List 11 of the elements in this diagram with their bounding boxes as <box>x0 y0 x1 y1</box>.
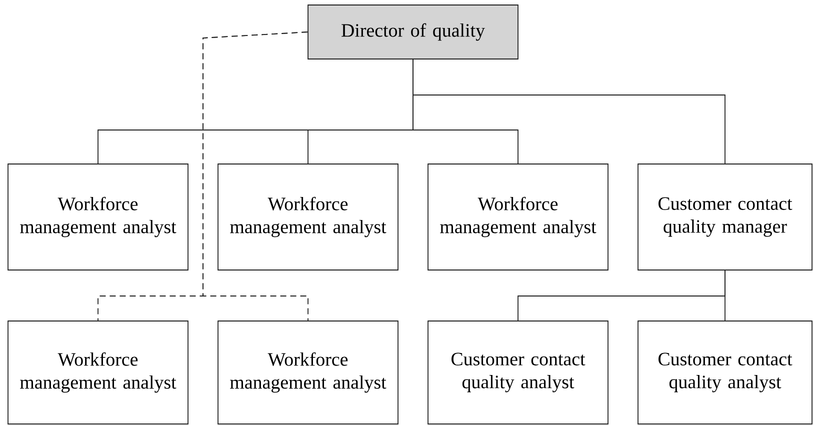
role-box: Workforce management analyst <box>8 320 188 424</box>
role-box: Workforce management analyst <box>218 164 398 270</box>
role-box: Workforce management analyst <box>428 164 608 270</box>
role-box: Workforce management analyst <box>8 164 188 270</box>
role-box: Customer contact quality analyst <box>428 320 608 424</box>
director-box: Director of quality <box>308 4 518 60</box>
connector <box>202 32 308 321</box>
connector <box>724 270 726 321</box>
role-box: Workforce management analyst <box>218 320 398 424</box>
role-box: Customer contact quality analyst <box>638 320 812 424</box>
role-box: Customer contact quality manager <box>638 164 812 270</box>
